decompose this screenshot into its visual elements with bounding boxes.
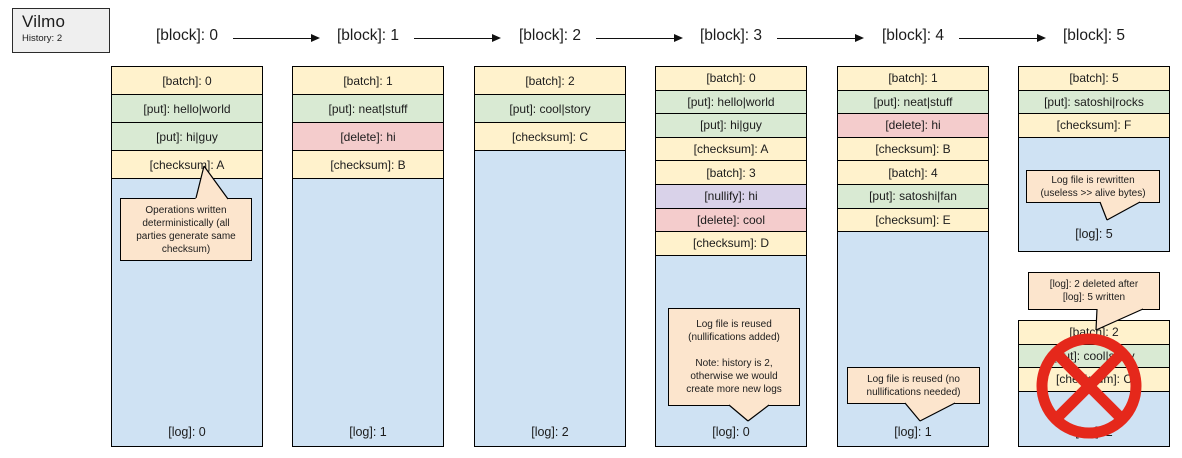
op-rows: [batch]: 2[put]: cool|story[checksum]: C [475,67,625,151]
legend-title: Vilmo [22,12,66,31]
op-row-put: [put]: hi|guy [656,114,806,138]
block-header-3: [block]: 3 [699,27,763,44]
op-row-batch: [batch]: 5 [1019,67,1169,91]
op-rows: [batch]: 1[put]: neat|stuff[delete]: hi[… [838,67,988,233]
op-row-batch: [batch]: 1 [838,67,988,91]
block-column-1: [batch]: 1[put]: neat|stuff[delete]: hi[… [292,66,444,447]
log-label: [log]: 0 [712,425,750,439]
op-row-checksum: [checksum]: F [1019,114,1169,138]
bubble-tail-icon [1095,308,1144,331]
flow-arrow-icon [233,34,320,42]
op-row-put: [put]: neat|stuff [293,95,443,123]
note-deterministic: Operations written deterministically (al… [120,198,252,261]
op-row-put: [put]: hello|world [112,95,262,123]
op-row-batch: [batch]: 2 [475,67,625,95]
op-row-put: [put]: neat|stuff [838,90,988,115]
bubble-tail-icon [1099,201,1141,221]
op-row-delete: [delete]: cool [656,208,806,233]
flow-arrow-icon [414,34,501,42]
op-row-batch: [batch]: 1 [293,67,443,95]
op-row-put: [put]: hello|world [656,90,806,115]
log-label: [log]: 2 [531,425,569,439]
log-label: [log]: 1 [349,425,387,439]
op-row-checksum: [checksum]: E [838,208,988,233]
op-rows: [batch]: 1[put]: neat|stuff[delete]: hi[… [293,67,443,179]
op-rows: [batch]: 0[put]: hello|world[put]: hi|gu… [656,67,806,256]
bubble-tail-icon [728,404,770,422]
op-rows: [batch]: 5[put]: satoshi|rocks[checksum]… [1019,67,1169,138]
flow-arrow-icon [596,34,683,42]
block-header-2: [block]: 2 [518,27,582,44]
note-log-rewritten: Log file is rewritten (useless >> alive … [1026,170,1160,203]
op-rows: [batch]: 0[put]: hello|world[put]: hi|gu… [112,67,262,179]
note-log-deleted: [log]: 2 deleted after [log]: 5 written [1028,272,1160,310]
bubble-tail-icon [195,165,229,201]
note-log-reused-nullifications: Log file is reused (nullifications added… [668,308,800,406]
op-row-checksum: [checksum]: D [656,232,806,256]
flow-arrow-icon [959,34,1046,42]
block-header-0: [block]: 0 [155,27,219,44]
block-header-1: [block]: 1 [336,27,400,44]
note-log-reused: Log file is reused (no nullifications ne… [847,367,980,404]
op-row-checksum: [checksum]: B [838,137,988,162]
no-entry-cross-icon [1036,333,1142,439]
legend-subtitle: History: 2 [22,33,63,44]
log-label: [log]: 5 [1075,227,1113,241]
block-column-5: [batch]: 5[put]: satoshi|rocks[checksum]… [1018,66,1170,252]
op-row-put: [put]: hi|guy [112,123,262,151]
op-row-checksum: [checksum]: B [293,151,443,179]
log-label: [log]: 0 [168,425,206,439]
op-row-put: [put]: satoshi|fan [838,184,988,209]
op-row-put: [put]: cool|story [475,95,625,123]
block-header-4: [block]: 4 [881,27,945,44]
op-row-checksum: [checksum]: A [656,137,806,162]
op-row-batch: [batch]: 4 [838,161,988,185]
op-row-checksum: [checksum]: C [475,123,625,151]
log-label: [log]: 1 [894,425,932,439]
flow-arrow-icon [777,34,864,42]
op-row-delete: [delete]: hi [293,123,443,151]
op-row-nullify: [nullify]: hi [656,184,806,209]
op-row-batch: [batch]: 0 [656,67,806,91]
op-row-checksum: [checksum]: A [112,151,262,179]
bubble-tail-icon [904,402,956,422]
op-row-delete: [delete]: hi [838,114,988,138]
op-row-batch: [batch]: 0 [112,67,262,95]
block-column-2: [batch]: 2[put]: cool|story[checksum]: C… [474,66,626,447]
legend-box: Vilmo History: 2 [12,8,110,53]
op-row-batch: [batch]: 3 [656,161,806,185]
op-row-put: [put]: satoshi|rocks [1019,90,1169,115]
block-header-5: [block]: 5 [1062,27,1126,44]
